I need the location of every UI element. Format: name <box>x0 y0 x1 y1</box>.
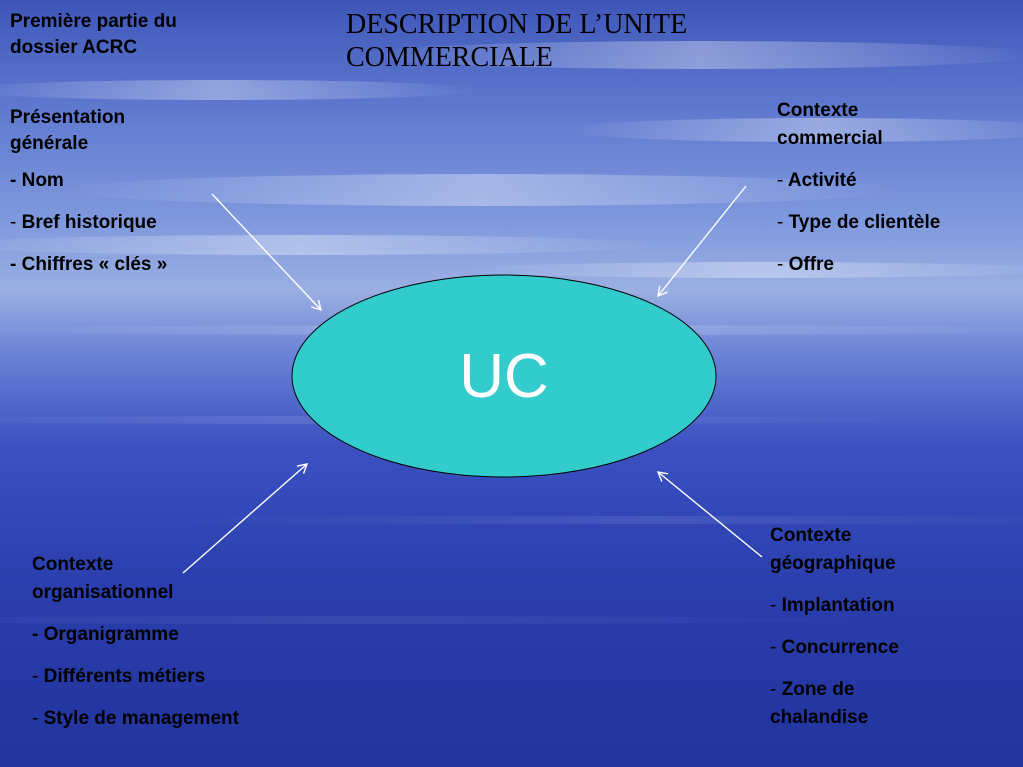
presentation-block: Présentation générale - Nom - Bref histo… <box>10 105 240 279</box>
commercial-heading-line2: commercial <box>777 128 883 149</box>
geographique-block: Contexte géographique - Implantation - C… <box>770 522 1010 732</box>
page-title: DESCRIPTION DE L’UNITE COMMERCIALE <box>346 8 776 74</box>
cloud-band <box>60 174 900 206</box>
commercial-block: Contexte commercial - Activité - Type de… <box>777 97 1017 279</box>
geographique-item-3: Zone de <box>781 679 855 700</box>
list-item: - Offre <box>777 254 835 275</box>
list-item: - Concurrence <box>770 637 899 658</box>
part-label-line1: Première partie du <box>10 11 177 32</box>
water-band <box>150 516 1023 524</box>
list-item: - Bref historique <box>10 212 157 233</box>
geographique-item-2: Concurrence <box>781 637 899 658</box>
organisationnel-item-3: Style de management <box>43 708 239 729</box>
presentation-item-2: Bref historique <box>21 212 157 233</box>
list-item: - Organigramme <box>32 624 179 645</box>
part-label-line2: dossier ACRC <box>10 37 138 58</box>
page-title-line2: COMMERCIALE <box>346 42 553 73</box>
list-item: - Nom <box>10 170 64 191</box>
organisationnel-heading-line2: organisationnel <box>32 582 174 603</box>
arrow-commercial <box>657 185 747 298</box>
commercial-heading-line1: Contexte <box>777 100 859 121</box>
commercial-item-3: Offre <box>788 254 835 275</box>
list-item-continuation: chalandise <box>770 707 869 728</box>
list-item: - Différents métiers <box>32 666 206 687</box>
uc-label: UC <box>459 342 549 411</box>
arrow-presentation <box>211 193 322 312</box>
presentation-heading-line2: générale <box>10 133 89 154</box>
commercial-item-1: Activité <box>787 170 857 191</box>
geographique-heading-line2: géographique <box>770 553 896 574</box>
arrow-organisationnel <box>182 463 309 574</box>
cloud-band <box>360 41 1023 69</box>
cloud-band <box>460 262 1023 278</box>
geographique-heading-line1: Contexte <box>770 525 852 546</box>
cloud-band <box>0 235 660 255</box>
commercial-item-2: Type de clientèle <box>788 212 941 233</box>
list-item: - Chiffres « clés » <box>10 254 168 275</box>
list-item: - Zone de <box>770 679 855 700</box>
arrow-geographique <box>656 471 763 558</box>
water-band <box>0 616 870 624</box>
cloud-band <box>560 118 1023 142</box>
presentation-item-3: Chiffres « clés » <box>21 254 168 275</box>
list-item: - Type de clientèle <box>777 212 941 233</box>
organisationnel-block: Contexte organisationnel - Organigramme … <box>32 551 322 733</box>
page-title-line1: DESCRIPTION DE L’UNITE <box>346 9 688 40</box>
list-item: - Activité <box>777 170 857 191</box>
part-label: Première partie du dossier ACRC <box>10 9 177 61</box>
organisationnel-heading-line1: Contexte <box>32 554 114 575</box>
geographique-item-1: Implantation <box>781 595 895 616</box>
presentation-heading-line1: Présentation <box>10 107 126 128</box>
list-item: - Style de management <box>32 708 239 729</box>
list-item: - Implantation <box>770 595 895 616</box>
organisationnel-item-1: Organigramme <box>43 624 179 645</box>
uc-ellipse <box>291 274 717 478</box>
organisationnel-item-2: Différents métiers <box>43 666 206 687</box>
presentation-item-1: Nom <box>21 170 64 191</box>
cloud-band <box>0 80 480 100</box>
